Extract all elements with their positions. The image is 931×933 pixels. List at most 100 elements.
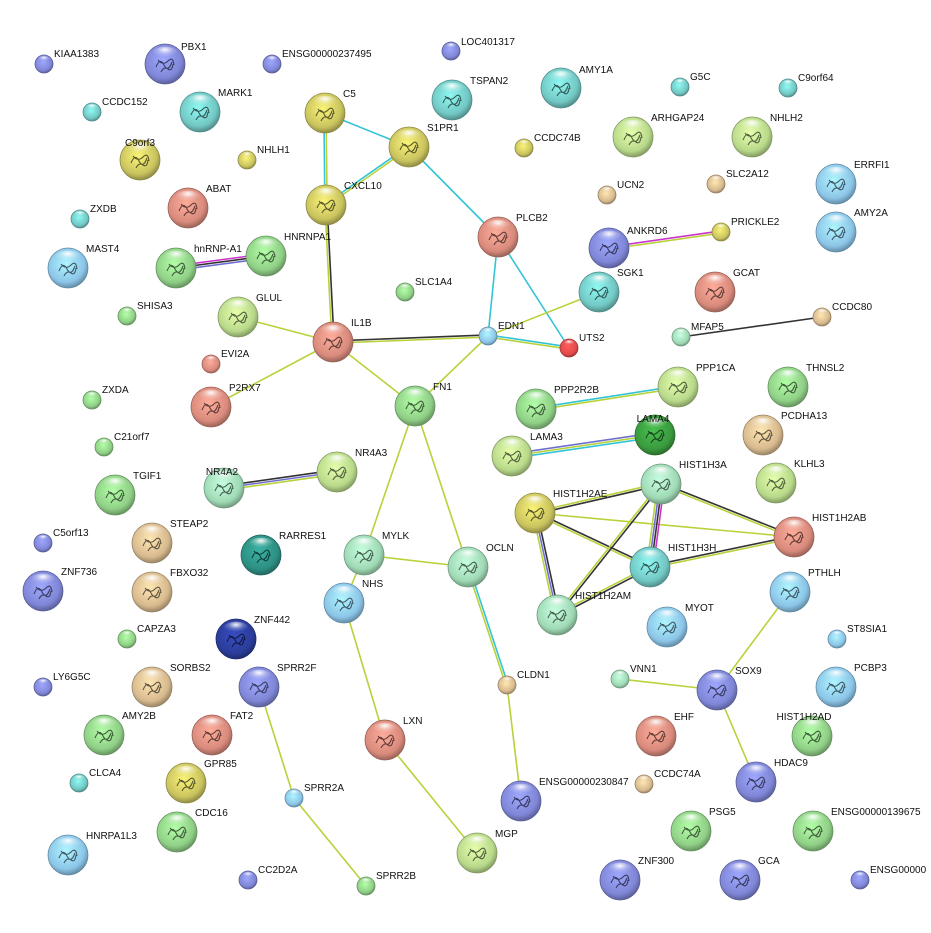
node-PPP1CA[interactable]: PPP1CA xyxy=(657,363,736,408)
node-NHLH1[interactable]: NHLH1 xyxy=(237,145,290,170)
node-ZXDB[interactable]: ZXDB xyxy=(70,204,117,229)
node-SLC2A12[interactable]: SLC2A12 xyxy=(706,169,769,194)
node-SPRR2F[interactable]: SPRR2F xyxy=(238,663,316,708)
node-MGP[interactable]: MGP xyxy=(456,829,518,874)
node-ZNF736[interactable]: ZNF736 xyxy=(22,567,98,612)
edge-HIST1H3H-HIST1H2AB[interactable] xyxy=(649,535,795,569)
node-UCN2[interactable]: UCN2 xyxy=(597,180,645,205)
node-HIST1H3H[interactable]: HIST1H3H xyxy=(629,543,716,588)
node-SOX9[interactable]: SOX9 xyxy=(696,666,762,711)
node-PSG5[interactable]: PSG5 xyxy=(670,807,736,852)
node-MAST4[interactable]: MAST4 xyxy=(47,244,120,289)
node-SPRR2B[interactable]: SPRR2B xyxy=(356,871,416,896)
node-EHF[interactable]: EHF xyxy=(635,712,694,757)
node-SLC1A4[interactable]: SLC1A4 xyxy=(395,277,453,302)
node-UTS2[interactable]: UTS2 xyxy=(559,333,605,358)
node-ZNF442[interactable]: ZNF442 xyxy=(215,615,291,660)
node-THNSL2[interactable]: THNSL2 xyxy=(767,363,845,408)
node-C5orf13[interactable]: C5orf13 xyxy=(33,528,89,553)
edge-HIST1H3A-HIST1H2AM[interactable] xyxy=(555,482,663,617)
node-GCA[interactable]: GCA xyxy=(719,856,780,901)
node-FBXO32[interactable]: FBXO32 xyxy=(131,568,209,613)
node-HIST1H2AD[interactable]: HIST1H2AD xyxy=(776,712,833,757)
node-LXN[interactable]: LXN xyxy=(364,716,422,761)
node-PCDHA13[interactable]: PCDHA13 xyxy=(742,411,828,456)
node-ST8SIA1[interactable]: ST8SIA1 xyxy=(827,624,887,649)
node-SHISA3[interactable]: SHISA3 xyxy=(117,301,173,326)
node-LAMA4[interactable]: LAMA4 xyxy=(634,414,676,456)
node-C9orf3[interactable]: C9orf3 xyxy=(119,138,161,181)
node-OCLN[interactable]: OCLN xyxy=(447,543,514,588)
node-PCBP3[interactable]: PCBP3 xyxy=(815,663,887,708)
node-STEAP2[interactable]: STEAP2 xyxy=(131,519,209,564)
node-KLHL3[interactable]: KLHL3 xyxy=(755,459,825,504)
node-PPP2R2B[interactable]: PPP2R2B xyxy=(515,385,599,430)
node-LY6G5C[interactable]: LY6G5C xyxy=(33,672,91,697)
edge-HIST1H3A-HIST1H2AB[interactable] xyxy=(660,482,795,539)
edge-NHS-LXN[interactable] xyxy=(343,602,386,741)
edge-SPRR2A-SPRR2B[interactable] xyxy=(293,797,367,887)
edge-LAMA3-LAMA4[interactable] xyxy=(511,432,656,459)
node-ENSG00000230847[interactable]: ENSG00000230847 xyxy=(500,777,629,822)
node-AMY2A[interactable]: AMY2A xyxy=(815,208,888,253)
node-ENSG00000139675[interactable]: ENSG00000139675 xyxy=(792,807,921,852)
node-TSPAN2[interactable]: TSPAN2 xyxy=(431,76,509,121)
node-VNN1[interactable]: VNN1 xyxy=(610,664,657,689)
node-CCDC152[interactable]: CCDC152 xyxy=(82,97,148,122)
node-CC2D2A[interactable]: CC2D2A xyxy=(238,865,298,890)
node-NHS[interactable]: NHS xyxy=(323,579,383,624)
node-CLCA4[interactable]: CLCA4 xyxy=(69,768,122,793)
node-ENSG00000[interactable]: ENSG00000 xyxy=(850,865,927,890)
node-PBX1[interactable]: PBX1 xyxy=(144,42,207,85)
node-HIST1H2AB[interactable]: HIST1H2AB xyxy=(773,513,867,558)
node-SPRR2A[interactable]: SPRR2A xyxy=(284,783,344,808)
node-PTHLH[interactable]: PTHLH xyxy=(769,568,841,613)
node-CCDC80[interactable]: CCDC80 xyxy=(812,302,872,327)
node-ABAT[interactable]: ABAT xyxy=(167,184,231,229)
node-LAMA3[interactable]: LAMA3 xyxy=(491,432,563,477)
node-NHLH2[interactable]: NHLH2 xyxy=(731,113,803,158)
node-CDC16[interactable]: CDC16 xyxy=(156,808,228,853)
node-C5[interactable]: C5 xyxy=(304,89,356,134)
node-AMY2B[interactable]: AMY2B xyxy=(83,711,156,756)
edge-PPP2R2B-PPP1CA[interactable] xyxy=(535,385,679,411)
node-hnRNP-A1[interactable]: hnRNP-A1 xyxy=(155,244,242,289)
node-CXCL10[interactable]: CXCL10 xyxy=(305,181,382,226)
node-S1PR1[interactable]: S1PR1 xyxy=(388,123,459,168)
node-HIST1H2AE[interactable]: HIST1H2AE xyxy=(514,489,608,534)
node-ZXDA[interactable]: ZXDA xyxy=(82,385,129,410)
node-AMY1A[interactable]: AMY1A xyxy=(540,65,613,109)
node-HNRNPA1[interactable]: HNRNPA1 xyxy=(245,232,331,277)
node-ANKRD6[interactable]: ANKRD6 xyxy=(588,226,668,269)
node-SGK1[interactable]: SGK1 xyxy=(578,268,644,313)
node-EDN1[interactable]: EDN1 xyxy=(478,321,525,346)
edge-IL1B-P2RX7[interactable] xyxy=(210,341,334,408)
node-CLDN1[interactable]: CLDN1 xyxy=(497,670,550,695)
edge-S1PR1-PLCB2[interactable] xyxy=(408,146,499,238)
edge-HIST1H2AE-HIST1H3A[interactable] xyxy=(534,482,662,515)
node-GLUL[interactable]: GLUL xyxy=(217,293,283,338)
node-HNRPA1L3[interactable]: HNRPA1L3 xyxy=(47,831,137,876)
node-PLCB2[interactable]: PLCB2 xyxy=(477,213,548,258)
edge-FN1-OCLN[interactable] xyxy=(414,405,469,568)
node-TGIF1[interactable]: TGIF1 xyxy=(94,471,162,516)
edge-IL1B-EDN1[interactable] xyxy=(332,334,489,344)
node-SORBS2[interactable]: SORBS2 xyxy=(131,663,211,708)
node-ERRFI1[interactable]: ERRFI1 xyxy=(815,160,890,205)
node-GCAT[interactable]: GCAT xyxy=(694,268,760,313)
node-ENSG00000237495[interactable]: ENSG00000237495 xyxy=(262,49,372,74)
node-G5C[interactable]: G5C xyxy=(670,72,711,97)
node-C21orf7[interactable]: C21orf7 xyxy=(94,432,150,457)
edge-LXN-MGP[interactable] xyxy=(384,739,478,854)
edge-FN1-MYLK[interactable] xyxy=(363,405,416,556)
node-FAT2[interactable]: FAT2 xyxy=(191,711,254,756)
node-HIST1H3A[interactable]: HIST1H3A xyxy=(640,460,727,505)
node-MARK1[interactable]: MARK1 xyxy=(179,88,253,133)
node-GPR85[interactable]: GPR85 xyxy=(165,759,237,804)
node-MYLK[interactable]: MYLK xyxy=(343,531,410,576)
node-HIST1H2AM[interactable]: HIST1H2AM xyxy=(536,591,631,636)
node-MYOT[interactable]: MYOT xyxy=(646,603,714,648)
node-IL1B[interactable]: IL1B xyxy=(312,318,372,363)
node-NR4A3[interactable]: NR4A3 xyxy=(316,448,388,493)
node-KIAA1383[interactable]: KIAA1383 xyxy=(34,49,99,74)
